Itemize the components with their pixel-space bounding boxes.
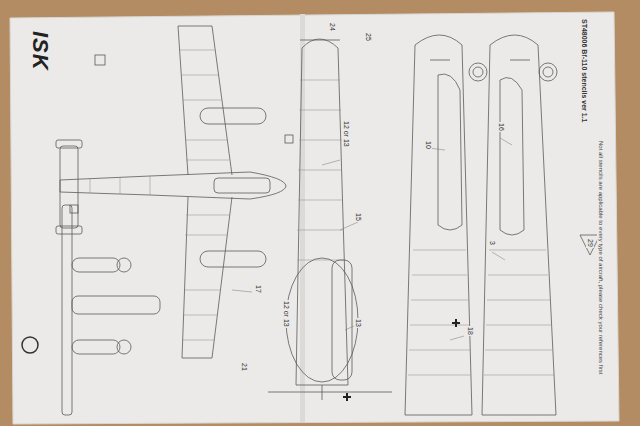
- callout-number: 10: [424, 140, 432, 150]
- callout-number: 29: [586, 238, 594, 248]
- callout-number: 21: [240, 362, 248, 372]
- callout-number: 12 or 13: [342, 120, 350, 148]
- sheet-title: ST48006 Bf-110 stencils ver 1.1: [580, 18, 588, 124]
- callout-number: 15: [354, 212, 362, 222]
- callout-number: 17: [254, 284, 262, 294]
- callout-number: 25: [364, 32, 372, 42]
- callout-number: 12 or 13: [282, 300, 290, 328]
- callout-number: 13: [354, 318, 362, 328]
- callout-number: 18: [466, 326, 474, 336]
- callout-number: 24: [328, 22, 336, 32]
- sheet-note: Not all stencils are applicable to every…: [597, 140, 604, 375]
- callout-number: 16: [497, 122, 505, 132]
- callout-number: 3: [488, 240, 496, 246]
- brand-logo: ISK: [28, 30, 52, 72]
